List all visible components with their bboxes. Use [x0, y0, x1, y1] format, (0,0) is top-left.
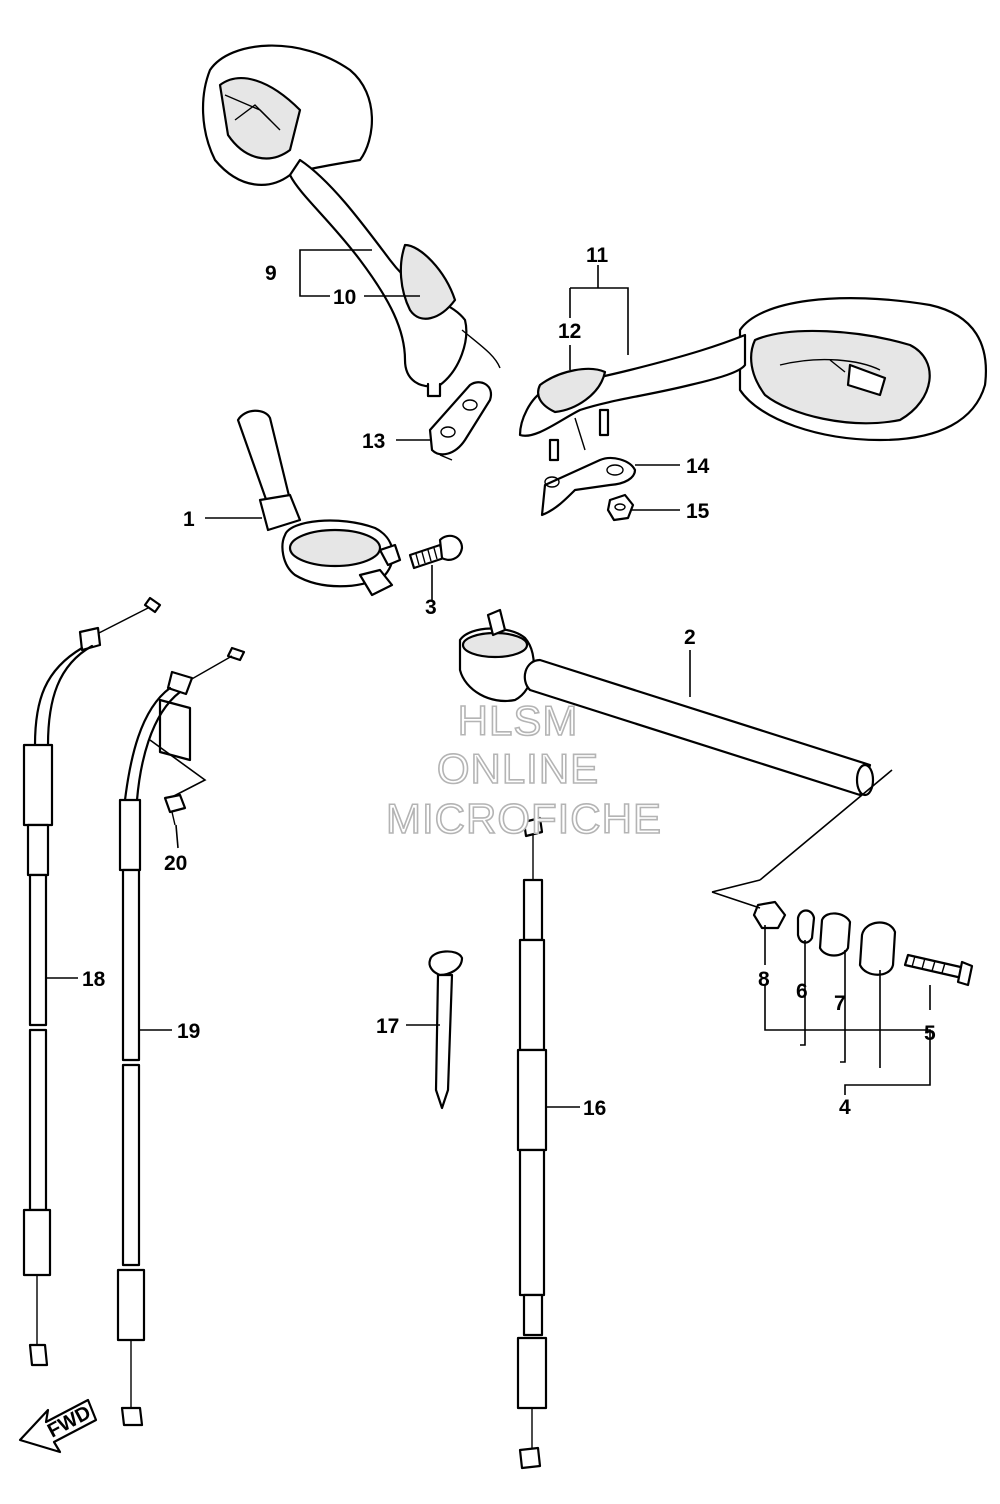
callout-8: 8	[758, 968, 770, 991]
throttle-cable-19[interactable]	[116, 646, 246, 1427]
handlebar-2[interactable]	[458, 608, 875, 797]
bar-end-collar-8[interactable]	[752, 900, 787, 930]
callout-7: 7	[834, 992, 846, 1015]
callout-15: 15	[686, 500, 710, 523]
watermark-line3: MICROFICHE	[386, 795, 662, 842]
callout-14: 14	[686, 455, 710, 478]
callout-20: 20	[164, 852, 187, 875]
callout-17: 17	[376, 1015, 399, 1038]
clutch-cable-16[interactable]	[516, 816, 548, 1470]
callout-5: 5	[924, 1022, 936, 1045]
callout-16: 16	[583, 1097, 606, 1120]
screw-20[interactable]	[163, 793, 187, 826]
callout-6: 6	[796, 980, 808, 1003]
bar-end-spacer-7[interactable]	[818, 912, 852, 957]
fwd-arrow-icon: FWD	[18, 1398, 98, 1454]
callout-2: 2	[684, 626, 696, 649]
callout-19: 19	[177, 1020, 200, 1043]
callout-1: 1	[183, 508, 195, 531]
left-mirror[interactable]	[202, 44, 501, 398]
throttle-cable-18[interactable]	[22, 596, 162, 1367]
callout-3: 3	[425, 596, 437, 619]
bar-end-washer-6[interactable]	[796, 909, 816, 944]
fwd-label: FWD	[44, 1402, 95, 1443]
callout-12: 12	[558, 320, 581, 343]
left-handlebar-clamp[interactable]	[236, 409, 402, 597]
callout-10: 10	[333, 286, 356, 309]
callout-11: 11	[586, 244, 609, 267]
right-mirror[interactable]	[518, 297, 987, 462]
callout-18: 18	[82, 968, 106, 991]
callout-leaders	[46, 249, 931, 1108]
mirror-bracket-right[interactable]	[540, 456, 637, 517]
bolt-3[interactable]	[408, 534, 464, 570]
callout-9: 9	[265, 262, 277, 285]
watermark-line1: HLSM	[458, 697, 579, 744]
mirror-bracket-left[interactable]	[428, 381, 493, 461]
callout-13: 13	[362, 430, 385, 453]
callout-4: 4	[839, 1096, 851, 1119]
cable-tie-17[interactable]	[428, 950, 464, 1110]
nut-15[interactable]	[606, 493, 635, 522]
bar-end-weight[interactable]	[858, 921, 897, 976]
watermark-line2: ONLINE	[437, 745, 599, 792]
bar-end-screw-5[interactable]	[903, 953, 974, 987]
